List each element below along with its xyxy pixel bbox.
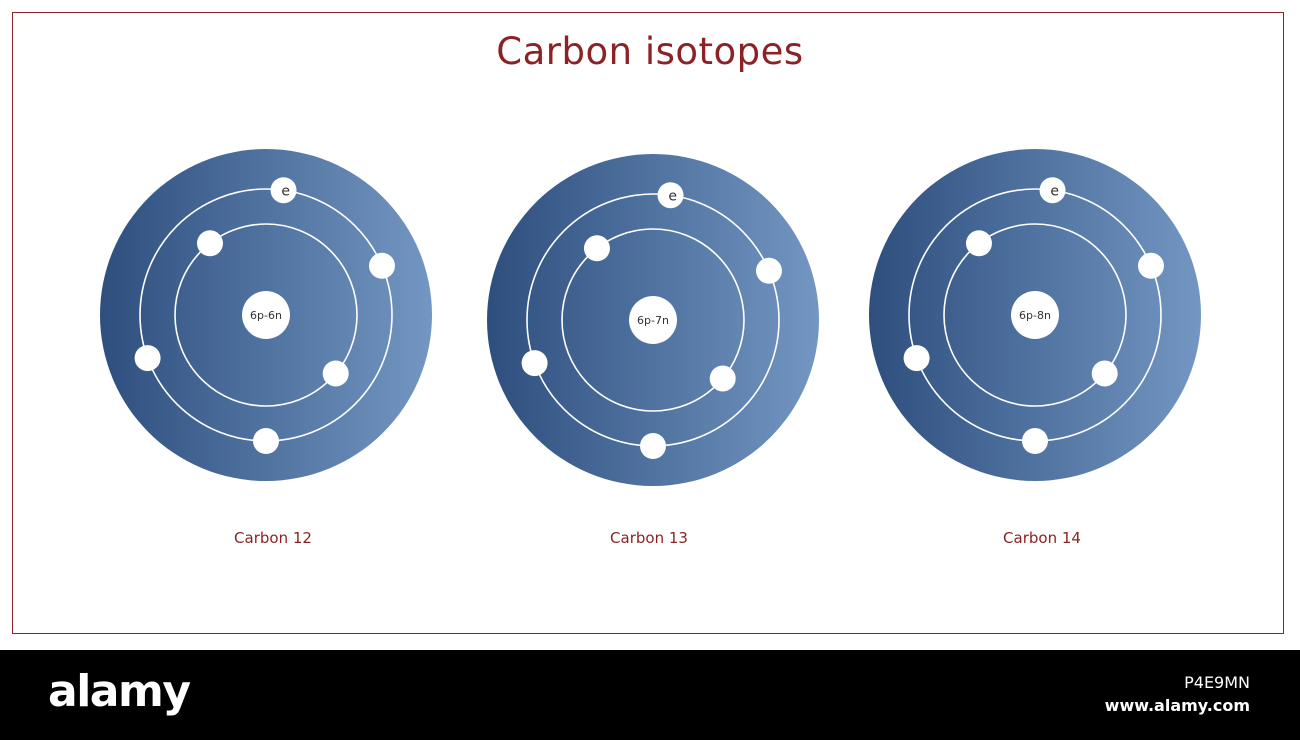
inner-orbit-carbon-13: [561, 228, 745, 412]
electron-carbon-14-inner-2: [1091, 360, 1118, 387]
electron-carbon-13-inner-2: [709, 365, 736, 392]
diagram-title: Carbon isotopes: [496, 30, 804, 73]
nucleus-label-carbon-14: 6p-8n: [1019, 309, 1051, 322]
nucleus-carbon-14: [1011, 291, 1059, 339]
electron-carbon-13-outer-2: [755, 257, 782, 284]
atoms-diagram: e 6p-6n e 6p-7n e 6p-8n: [100, 149, 1201, 486]
electron-carbon-14-outer-4: [1022, 428, 1048, 454]
electron-carbon-12-outer-1: [270, 177, 297, 204]
alamy-logo: alamy: [48, 666, 191, 717]
inner-orbit-carbon-12: [174, 223, 358, 407]
electron-carbon-13-outer-3: [521, 350, 548, 377]
nucleus-carbon-12: [242, 291, 290, 339]
watermark-footer: alamy P4E9MN www.alamy.com: [0, 650, 1300, 740]
nucleus-label-carbon-13: 6p-7n: [637, 314, 669, 327]
atom-label-carbon-13: Carbon 13: [610, 529, 688, 547]
electron-carbon-13-inner-1: [583, 235, 610, 262]
nucleus-label-carbon-12: 6p-6n: [250, 309, 282, 322]
electron-symbol-carbon-13: e: [668, 189, 677, 205]
electron-carbon-13-outer-1: [657, 182, 684, 209]
image-id: P4E9MN: [1184, 673, 1250, 692]
electron-carbon-12-inner-1: [196, 230, 223, 257]
electron-carbon-14-outer-2: [1137, 252, 1164, 279]
electron-carbon-12-outer-2: [368, 252, 395, 279]
electron-carbon-14-inner-1: [965, 230, 992, 257]
electron-carbon-14-outer-3: [903, 345, 930, 372]
electron-symbol-carbon-12: e: [281, 184, 290, 200]
electron-carbon-12-inner-2: [322, 360, 349, 387]
atom-label-carbon-14: Carbon 14: [1003, 529, 1081, 547]
atom-label-carbon-12: Carbon 12: [234, 529, 312, 547]
electron-carbon-13-outer-4: [640, 433, 666, 459]
nucleus-carbon-13: [629, 296, 677, 344]
electron-symbol-carbon-14: e: [1050, 184, 1059, 200]
electron-carbon-12-outer-4: [253, 428, 279, 454]
electron-carbon-12-outer-3: [134, 345, 161, 372]
watermark-url: www.alamy.com: [1104, 696, 1250, 715]
inner-orbit-carbon-14: [943, 223, 1127, 407]
diagram-frame: [12, 12, 1284, 634]
electron-carbon-14-outer-1: [1039, 177, 1066, 204]
